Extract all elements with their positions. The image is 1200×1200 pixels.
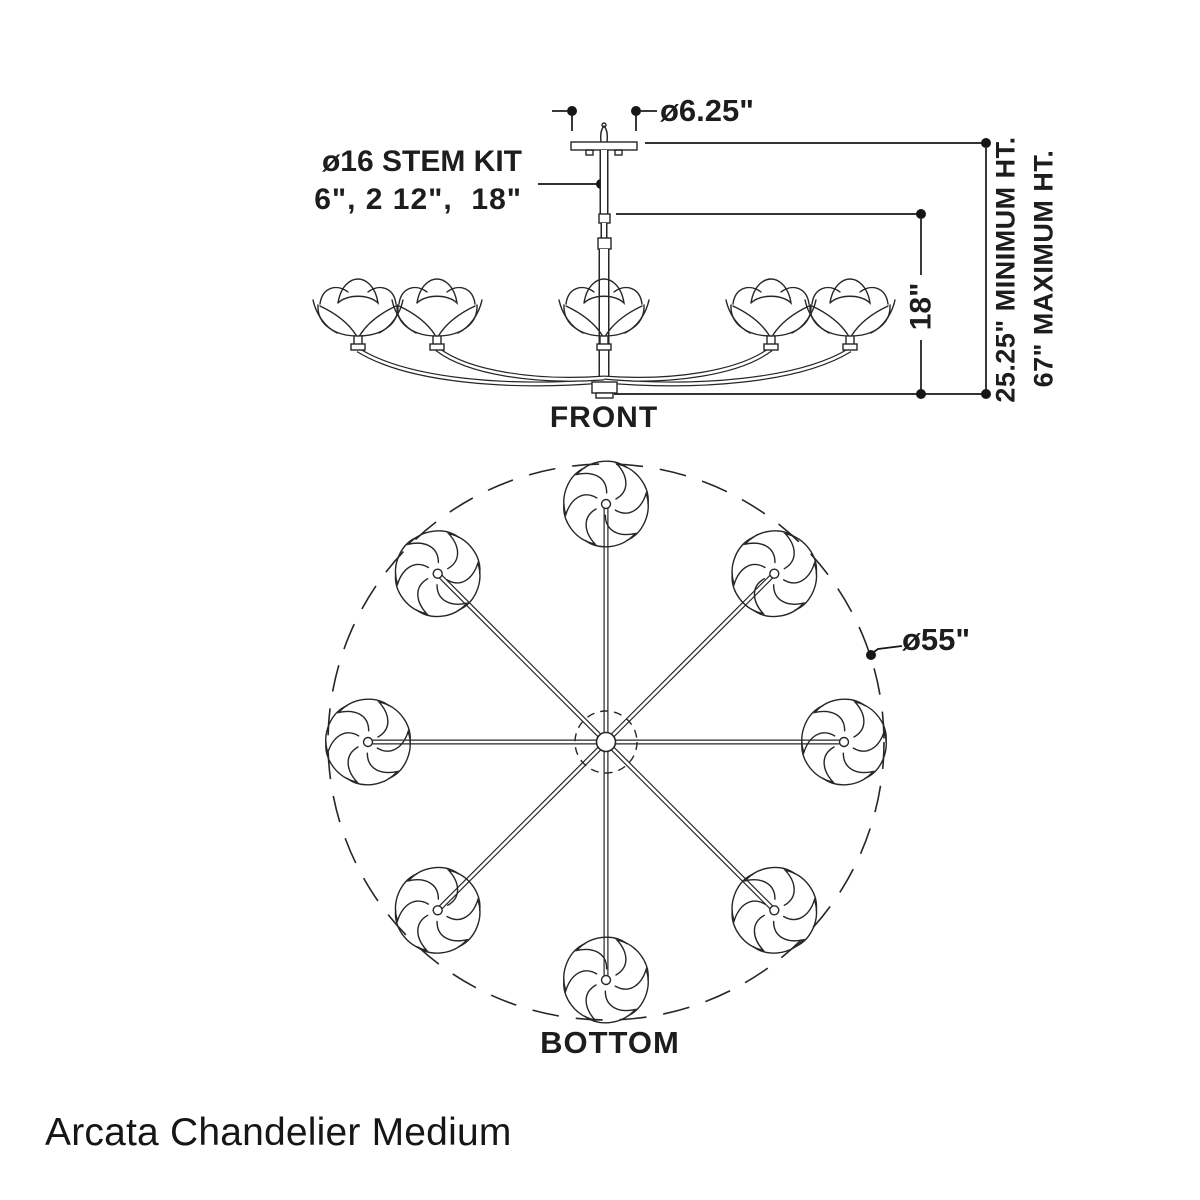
canopy-screw	[585, 149, 594, 156]
front-view-drawing	[312, 122, 896, 399]
dimension-dot	[631, 106, 641, 116]
body-height-dimension	[616, 209, 926, 399]
bottom-view-drawing	[312, 447, 903, 1036]
diameter-leader	[866, 645, 903, 660]
minimum-height-label: 25.25" MINIMUM HT.	[990, 136, 1021, 403]
dimension-dot	[981, 389, 991, 399]
chandelier-arms	[356, 347, 852, 387]
loop-knob	[601, 122, 607, 128]
leader-dot	[866, 650, 876, 660]
stem-kit-sizes: 6", 2 12", 18"	[314, 182, 522, 216]
front-view-title: FRONT	[549, 401, 659, 434]
bottom-finial	[591, 381, 618, 399]
canopy-screw	[614, 149, 623, 156]
canopy-diameter-ticks	[552, 106, 657, 131]
product-caption: Arcata Chandelier Medium	[45, 1111, 512, 1154]
ceiling-canopy	[570, 141, 638, 151]
outer-diameter-dashed-circle	[327, 463, 885, 1021]
lotus-shade	[312, 278, 404, 351]
hanging-stem	[597, 150, 612, 384]
lotus-shade	[804, 278, 896, 351]
canopy-diameter-label: ø6.25"	[660, 93, 754, 128]
dimension-dot	[567, 106, 577, 116]
lotus-shade	[725, 278, 817, 351]
fixture-diameter-label: ø55"	[902, 622, 971, 657]
stem-kit-leader	[538, 179, 606, 189]
dimension-dot	[981, 138, 991, 148]
front-dimension-lines	[538, 106, 991, 399]
dimension-dot	[916, 209, 926, 219]
max-height-dimension	[645, 138, 991, 399]
body-height-label: 18"	[904, 282, 938, 331]
center-hub	[574, 710, 638, 774]
stem-kit-annotation: ø16 STEM KIT 6", 2 12", 18"	[298, 146, 522, 215]
hanging-loop	[600, 125, 608, 143]
bottom-view-title: BOTTOM	[540, 1025, 680, 1060]
stem-kit-label: ø16 STEM KIT	[321, 145, 522, 178]
maximum-height-label: 67" MAXIMUM HT.	[1028, 149, 1059, 388]
lotus-shade	[391, 278, 483, 351]
